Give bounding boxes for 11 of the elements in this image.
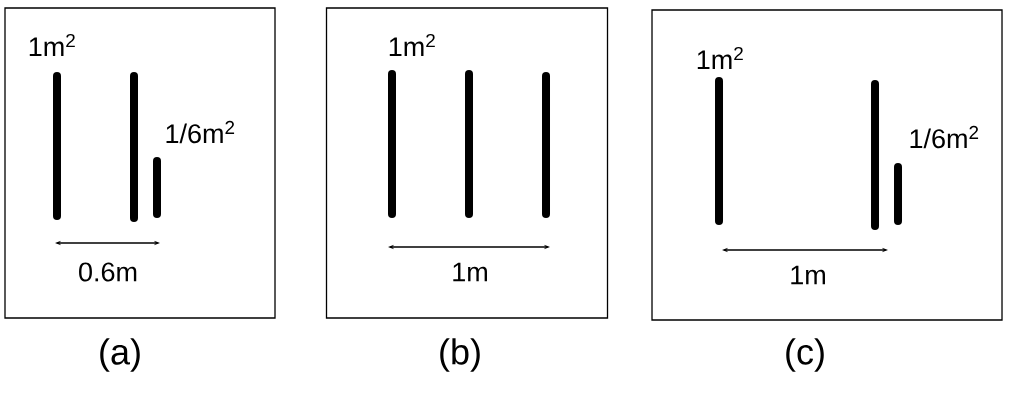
area-label: 1/6m$^{2}$ <box>910 125 979 149</box>
area-label: 1m$^{2}$ <box>389 33 435 57</box>
panel-caption: (b) <box>440 338 480 372</box>
spacing-label: 1m <box>453 262 487 282</box>
area-label: 1m$^{2}$ <box>697 46 743 70</box>
spacing-label: 0.6m <box>79 262 137 282</box>
area-label: 1/6m$^{2}$ <box>166 120 235 144</box>
panel-caption: (c) <box>786 338 824 372</box>
panel-caption: (a) <box>100 338 140 372</box>
area-label: 1m$^{2}$ <box>29 33 75 57</box>
spacing-label: 1m <box>791 265 825 285</box>
